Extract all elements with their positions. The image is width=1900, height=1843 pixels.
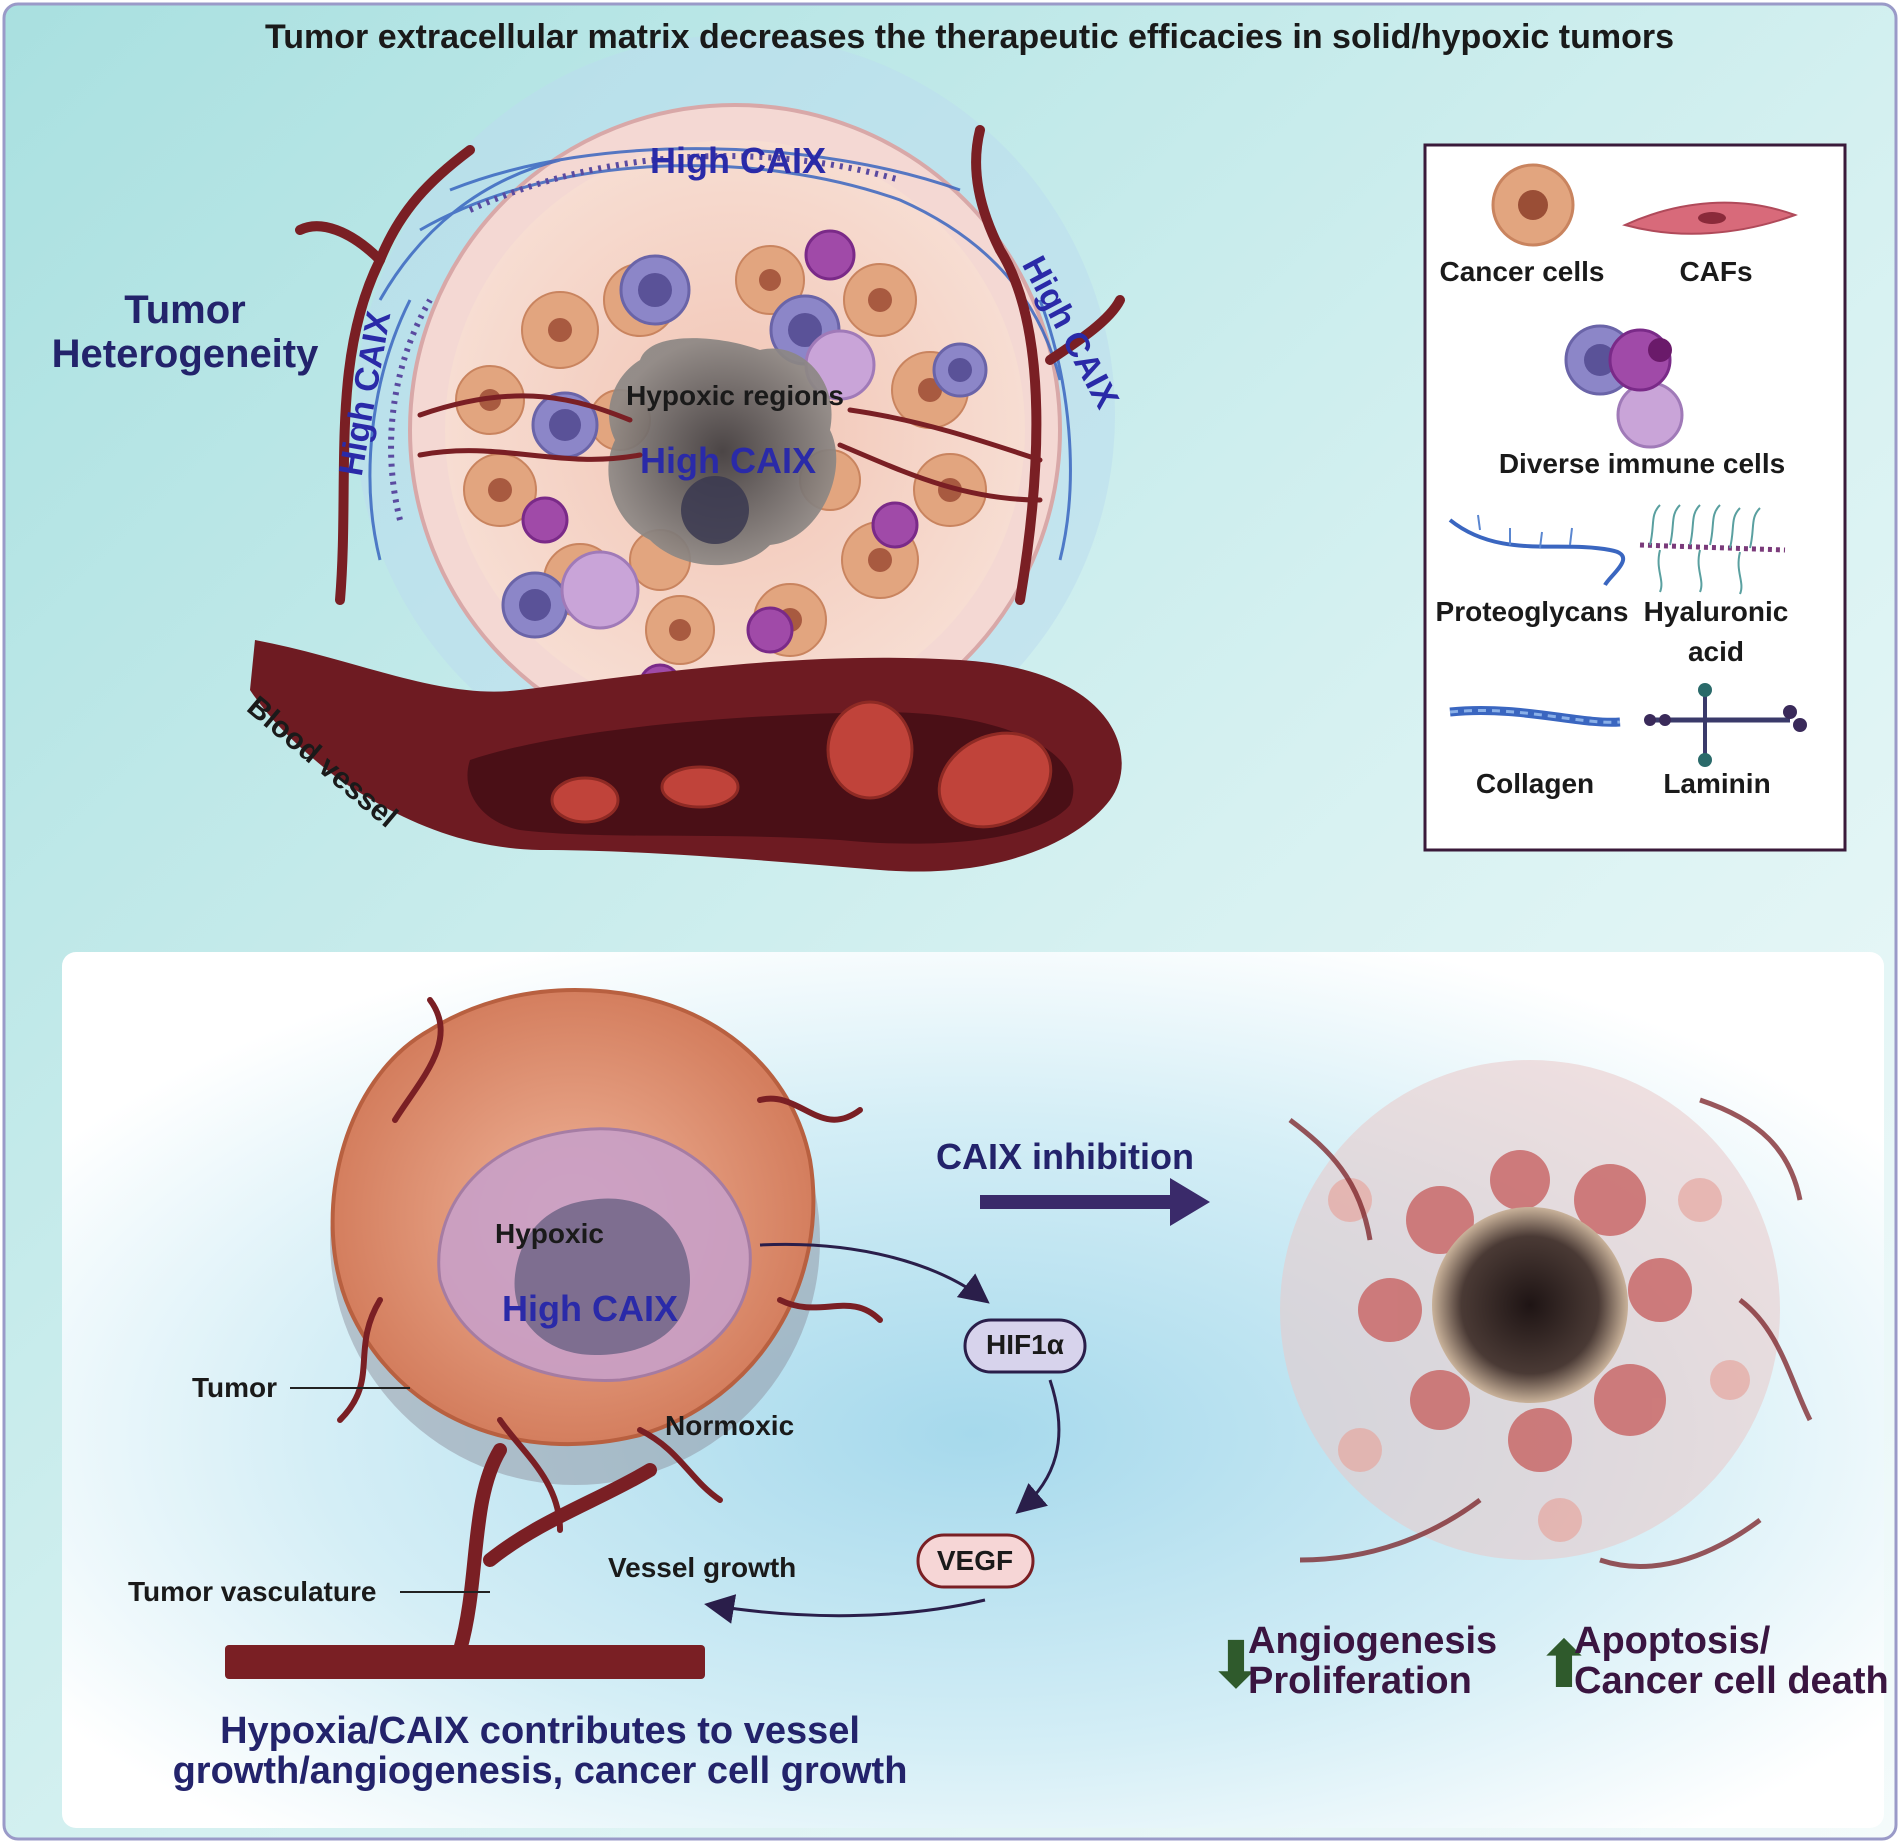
legend-box: [1423, 143, 1847, 852]
tumor-microenvironment: [250, 35, 1125, 872]
tumor-vasculature-label: Tumor vasculature: [128, 1576, 377, 1607]
up-text-2: Cancer cell death: [1574, 1660, 1889, 1702]
bottom-tumor: [225, 987, 883, 1679]
vessel-growth-label: Vessel growth: [608, 1552, 797, 1583]
hif1a-label: HIF1α: [986, 1329, 1064, 1360]
hypoxic-label: Hypoxic: [495, 1218, 604, 1249]
legend-hyaluronic-1: Hyaluronic: [1643, 596, 1789, 627]
down-arrow-icon: ⬇: [1210, 1631, 1262, 1700]
vegf-box: [916, 1533, 1035, 1589]
hyaluronic-acid-icon: [1639, 542, 1786, 553]
vegf-label: VEGF: [936, 1545, 1014, 1576]
up-text-1: Apoptosis/: [1574, 1620, 1771, 1662]
high-caix-center: High CAIX: [640, 440, 816, 481]
necrotic-tumor: [1280, 1060, 1813, 1569]
legend-hyaluronic-2: acid: [1687, 636, 1745, 667]
pathway-arrows: [704, 1178, 1210, 1624]
legend-cancer-cells: Cancer cells: [1439, 256, 1605, 287]
hif1a-box: [963, 1318, 1087, 1374]
figure-title: Tumor extracellular matrix decreases the…: [265, 18, 1674, 56]
caption-line2: growth/angiogenesis, cancer cell growth: [172, 1750, 908, 1792]
laminin-icon: [1644, 683, 1807, 767]
caption-line1: Hypoxia/CAIX contributes to vessel: [220, 1710, 860, 1752]
proteoglycan-icon: [1448, 518, 1626, 587]
heterogeneity-line1: Tumor: [124, 288, 246, 332]
legend-collagen: Collagen: [1475, 768, 1595, 799]
heterogeneity-line2: Heterogeneity: [51, 332, 319, 376]
legend-cafs: CAFs: [1679, 256, 1753, 287]
normoxic-label: Normoxic: [665, 1410, 795, 1441]
down-text-2: Proliferation: [1248, 1660, 1472, 1702]
caix-inhibition-arrow: [980, 1178, 1210, 1226]
hypoxic-regions: Hypoxic regions: [626, 380, 844, 411]
tumor-label: Tumor: [192, 1372, 278, 1403]
caix-inhibition-label: CAIX inhibition: [936, 1136, 1194, 1177]
high-caix-top: High CAIX: [650, 140, 826, 181]
high-caix-bottom: High CAIX: [502, 1288, 678, 1329]
immune-cells-icon: [1564, 324, 1684, 449]
down-text-1: Angiogenesis: [1248, 1620, 1498, 1662]
up-arrow-icon: ⬆: [1538, 1631, 1590, 1700]
legend-immune: Diverse immune cells: [1498, 448, 1786, 479]
legend-proteoglycans: Proteoglycans: [1435, 596, 1629, 627]
legend-laminin: Laminin: [1663, 768, 1771, 799]
